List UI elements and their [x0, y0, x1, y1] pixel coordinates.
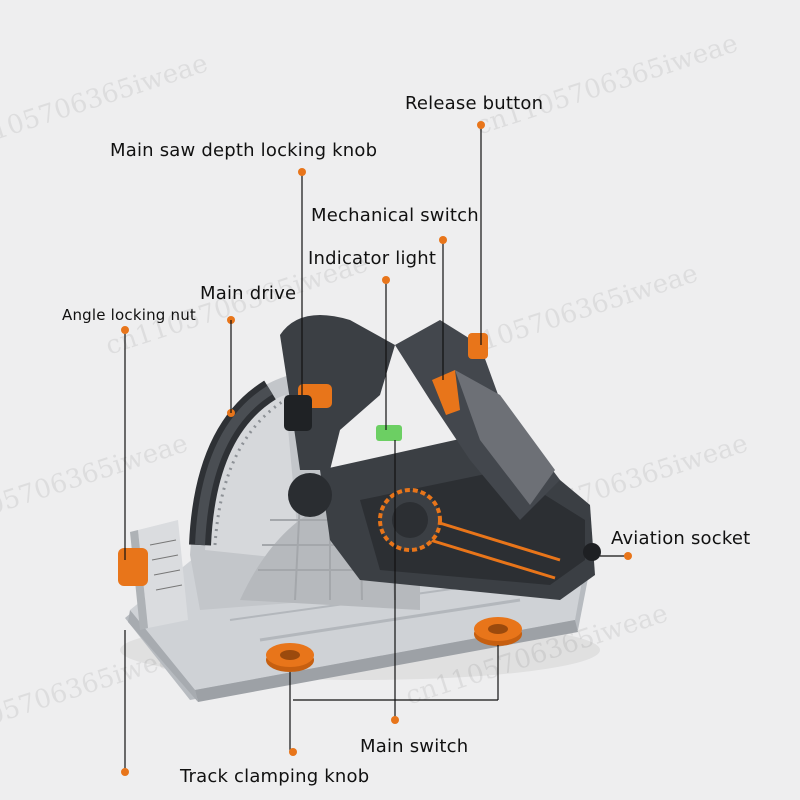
label-mechanical-switch: Mechanical switch	[311, 205, 479, 226]
label-main-switch: Main switch	[360, 736, 469, 757]
label-main-drive: Main drive	[200, 283, 297, 304]
label-angle-locking-nut: Angle locking nut	[62, 306, 196, 324]
track-clamping-knob-right	[474, 617, 522, 646]
angle-locking-nut	[118, 548, 148, 586]
release-button-part	[468, 333, 488, 359]
label-release-button: Release button	[405, 93, 544, 114]
depth-scale	[189, 380, 286, 546]
handle	[280, 315, 560, 520]
label-indicator-light: Indicator light	[308, 248, 437, 269]
main-drive-hub	[288, 473, 332, 517]
label-track-clamping-knob: Track clamping knob	[180, 766, 370, 787]
motor-body	[320, 430, 601, 600]
mechanical-switch-part	[432, 370, 460, 415]
label-aviation-socket: Aviation socket	[611, 528, 751, 549]
callout-lines	[124, 125, 628, 772]
label-depth-locking-knob: Main saw depth locking knob	[110, 140, 378, 161]
indicator-light-part	[376, 425, 402, 441]
track-clamping-knob-left	[266, 643, 314, 672]
